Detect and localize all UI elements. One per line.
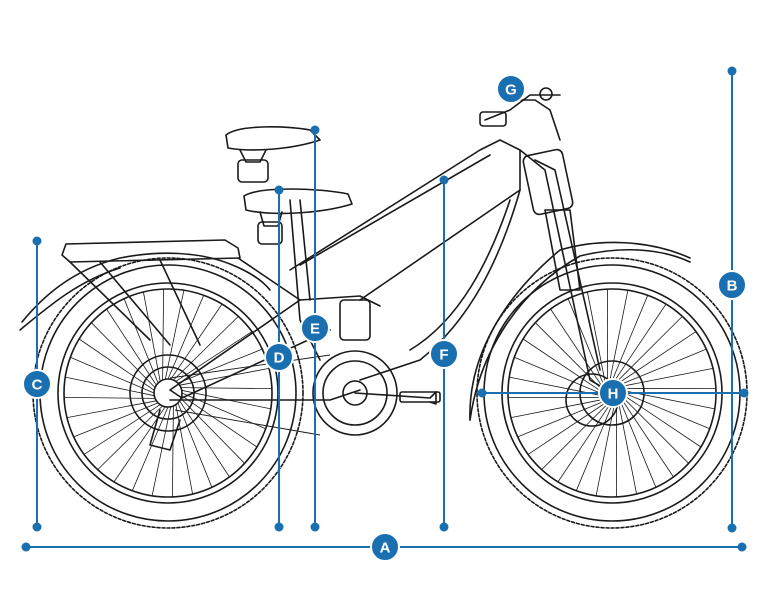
front-wheel-spoke	[611, 295, 649, 382]
rear-wheel-spoke	[73, 402, 159, 438]
dimension-badges: A B C D E F G H	[22, 74, 747, 562]
rear-wheel-spoke	[175, 404, 193, 495]
front-wheel-spoke	[514, 356, 601, 394]
label-e-badge: E	[300, 313, 330, 343]
front-wheel-spoke	[622, 397, 689, 464]
rear-wheel-spoke	[70, 356, 155, 394]
front-wheel-spoke	[620, 401, 657, 488]
label-h-badge: H	[598, 378, 628, 408]
label-d: D	[274, 350, 285, 367]
headlight	[522, 148, 574, 216]
front-wheel-spoke	[613, 303, 667, 382]
label-d-badge: D	[264, 342, 294, 372]
rear-wheel-spoke	[97, 405, 163, 470]
front-wheel-spoke	[618, 331, 697, 384]
front-wheel-spoke	[620, 348, 707, 385]
front-wheel-spoke	[618, 402, 637, 495]
label-g: G	[505, 82, 517, 99]
front-wheel-spoke	[623, 392, 710, 430]
front-wheel-spoke	[575, 404, 613, 491]
front-wheel-spoke	[541, 403, 608, 470]
rear-wheel-spoke	[179, 368, 270, 386]
label-h: H	[608, 386, 619, 403]
rear-wheel-spoke	[173, 316, 239, 381]
seat-raised	[225, 126, 321, 183]
label-c-badge: C	[22, 369, 52, 399]
rear-wheel-spoke	[177, 402, 213, 488]
front-wheel-spoke	[616, 316, 683, 383]
rear-wheel-spoke	[179, 400, 230, 478]
front-wheel-spoke	[623, 394, 702, 448]
label-c: C	[32, 377, 43, 394]
front-wheel-spoke	[621, 399, 674, 478]
front-wheel-spoke	[609, 290, 629, 382]
rear-wheel-spoke	[170, 303, 223, 380]
front-wheel-spoke	[527, 402, 606, 455]
label-e: E	[310, 321, 320, 338]
rear-wheel-spoke	[106, 308, 157, 386]
rear-wheel-spoke	[83, 404, 161, 455]
rear-rack	[61, 239, 301, 346]
bike-frame	[169, 139, 521, 401]
label-b: B	[727, 278, 738, 295]
front-wheel-spoke	[621, 368, 714, 387]
rear-wheel-spoke	[177, 348, 263, 384]
front-wheel-spoke	[522, 338, 601, 392]
rear-wheel-spoke	[143, 291, 161, 382]
label-g-badge: G	[496, 74, 526, 104]
rear-fender	[21, 252, 271, 323]
handlebar	[479, 87, 561, 141]
front-wheel-spoke	[557, 404, 611, 483]
front-fork	[519, 149, 613, 394]
rear-wheel-spoke	[65, 376, 155, 397]
rear-wheel	[32, 257, 304, 529]
rear-wheel-spoke	[175, 331, 253, 382]
rear-wheel-spoke	[91, 322, 156, 388]
rear-wheel-spoke	[180, 387, 272, 389]
rear-wheel-spoke	[180, 398, 245, 464]
front-wheel-spoke	[510, 399, 603, 418]
rear-wheel-spoke	[181, 395, 258, 448]
front-wheel-spoke	[567, 298, 604, 385]
rear-wheel-spoke	[167, 295, 205, 380]
label-b-badge: B	[717, 270, 747, 300]
rear-wheel-spoke	[123, 298, 159, 384]
rear-wheel-spoke	[64, 397, 156, 399]
front-wheel-spoke	[587, 291, 606, 384]
rear-wheel-spoke	[66, 400, 157, 418]
label-a: A	[380, 540, 391, 557]
drivetrain	[141, 350, 441, 451]
rear-wheel-spoke	[131, 406, 169, 491]
rear-wheel-spoke	[172, 405, 174, 497]
rear-wheel-spoke	[162, 289, 164, 381]
rear-wheel-spoke	[78, 338, 155, 391]
label-f-badge: F	[429, 339, 459, 369]
front-wheel-spoke	[517, 401, 604, 438]
front-wheel-spoke	[595, 404, 615, 496]
rear-wheel-spoke	[181, 392, 266, 430]
dimension-lines	[21, 66, 749, 552]
label-f: F	[439, 347, 448, 364]
label-a-badge: A	[370, 532, 400, 562]
seat-lowered	[243, 188, 353, 245]
rear-wheel-spoke	[151, 406, 172, 496]
ebike-illustration	[19, 87, 748, 529]
